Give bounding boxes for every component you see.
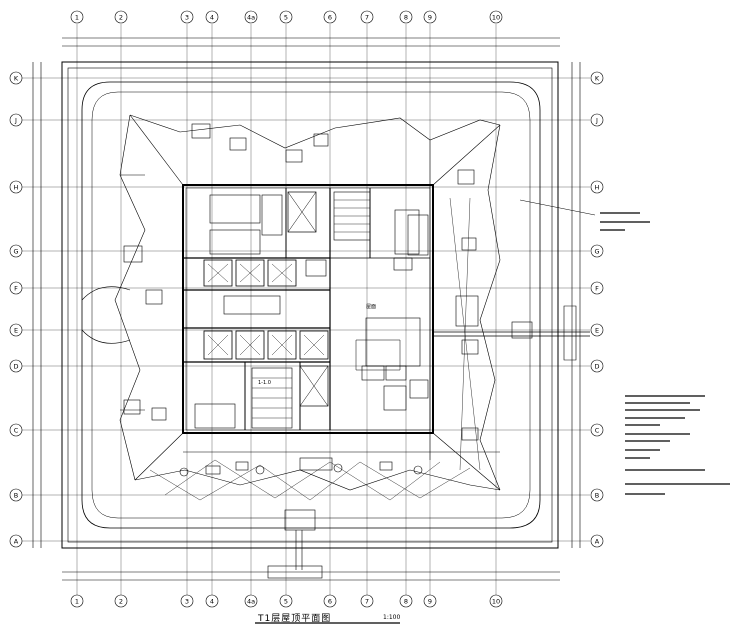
axis-bubble-top: 1 (70, 10, 84, 24)
axis-bubble-top-label: 1 (75, 14, 79, 22)
dimension-strip-top (62, 37, 560, 47)
axis-bubble-bottom-label: 10 (492, 598, 500, 606)
axis-bubble-top-label: 3 (185, 14, 189, 22)
axis-bubble-top: 8 (399, 10, 413, 24)
axis-bubble-left-label: E (14, 327, 18, 335)
dimension-strip-right (571, 62, 581, 548)
axis-bubble-bottom: 6 (323, 594, 337, 608)
room-label: 屋面 (366, 304, 376, 310)
axis-bubble-left: H (9, 180, 23, 194)
axis-bubble-left-label: D (13, 363, 18, 371)
axis-bubble-top-label: 6 (328, 14, 332, 22)
axis-bubble-bottom-label: 4a (247, 598, 255, 606)
axis-bubble-left-label: J (14, 117, 17, 125)
axis-bubble-right: B (590, 488, 604, 502)
axis-bubble-top-label: 8 (404, 14, 408, 22)
axis-bubble-bottom: 7 (360, 594, 374, 608)
axis-bubble-top: 6 (323, 10, 337, 24)
axis-bubble-right-label: B (595, 492, 599, 500)
axis-bubble-right-label: A (595, 538, 600, 546)
axis-bubble-left-label: F (14, 285, 18, 293)
axis-bubble-left-label: K (14, 75, 19, 83)
axis-bubble-right: J (590, 113, 604, 127)
axis-bubble-right: F (590, 281, 604, 295)
axis-bubble-left: E (9, 323, 23, 337)
drawing-scale: 1:100 (383, 614, 401, 621)
axis-bubble-bottom: 1 (70, 594, 84, 608)
axis-bubble-right: E (590, 323, 604, 337)
axis-bubble-top-label: 5 (284, 14, 288, 22)
axis-bubble-right-label: H (595, 184, 600, 192)
axis-bubble-left: K (9, 71, 23, 85)
dimension-strip-left (32, 62, 42, 548)
axis-bubble-right-label: E (595, 327, 599, 335)
axis-bubble-right: G (590, 244, 604, 258)
axis-bubble-right: A (590, 534, 604, 548)
axis-bubble-left-label: A (14, 538, 19, 546)
axis-bubble-bottom: 4 (205, 594, 219, 608)
axis-bubble-left: C (9, 423, 23, 437)
dimension-strip-bottom (62, 571, 560, 581)
core-walls (182, 184, 434, 434)
axis-bubble-right-label: J (595, 117, 598, 125)
axis-bubble-bottom-label: 3 (185, 598, 189, 606)
axis-bubble-right: H (590, 180, 604, 194)
axis-bubble-top-label: 7 (365, 14, 369, 22)
axis-bubble-top: 4a (244, 10, 258, 24)
axis-bubble-bottom-label: 9 (428, 598, 432, 606)
axis-bubble-bottom-label: 4 (210, 598, 214, 606)
axis-bubble-right-label: G (594, 248, 599, 256)
axis-bubble-left: B (9, 488, 23, 502)
axis-bubble-top-label: 4 (210, 14, 214, 22)
axis-bubble-bottom-label: 5 (284, 598, 288, 606)
roof-slope-lines (81, 114, 501, 501)
axis-bubble-top: 3 (180, 10, 194, 24)
axis-bubble-left-label: B (14, 492, 18, 500)
axis-bubble-left: F (9, 281, 23, 295)
axis-bubble-left-label: H (14, 184, 19, 192)
axis-bubble-bottom: 10 (489, 594, 503, 608)
axis-bubble-right: D (590, 359, 604, 373)
axis-bubble-top: 10 (489, 10, 503, 24)
axis-bubble-left: A (9, 534, 23, 548)
axis-bubble-left: G (9, 244, 23, 258)
axis-bubble-bottom-label: 6 (328, 598, 332, 606)
axis-bubble-left: D (9, 359, 23, 373)
axis-bubble-top: 7 (360, 10, 374, 24)
axis-bubble-right-label: F (595, 285, 599, 293)
axis-bubble-bottom: 2 (114, 594, 128, 608)
axis-bubble-bottom-label: 7 (365, 598, 369, 606)
axis-bubble-top: 5 (279, 10, 293, 24)
roof-outline (61, 61, 559, 549)
axis-bubble-right-label: K (595, 75, 600, 83)
room-label: 1-1.0 (258, 380, 271, 386)
axis-bubble-top-label: 9 (428, 14, 432, 22)
axis-bubble-top-label: 10 (492, 14, 500, 22)
axis-bubble-top: 9 (423, 10, 437, 24)
axis-bubble-bottom-label: 2 (119, 598, 123, 606)
axis-bubble-bottom: 3 (180, 594, 194, 608)
axis-bubble-top: 2 (114, 10, 128, 24)
axis-bubble-top: 4 (205, 10, 219, 24)
axis-bubble-right-label: C (595, 427, 600, 435)
axis-bubble-bottom: 5 (279, 594, 293, 608)
axis-bubble-top-label: 4a (247, 14, 255, 22)
axis-bubble-bottom: 9 (423, 594, 437, 608)
axis-bubble-right: C (590, 423, 604, 437)
axis-bubble-top-label: 2 (119, 14, 123, 22)
axis-bubble-right: K (590, 71, 604, 85)
axis-bubble-right-label: D (594, 363, 599, 371)
axis-bubble-left: J (9, 113, 23, 127)
axis-bubble-left-label: G (13, 248, 18, 256)
axis-bubble-bottom: 4a (244, 594, 258, 608)
axis-bubble-bottom-label: 1 (75, 598, 79, 606)
axis-bubble-left-label: C (14, 427, 19, 435)
axis-bubble-bottom-label: 8 (404, 598, 408, 606)
drawing-notes (600, 212, 730, 495)
drawing-title: T1层屋顶平面图 (258, 614, 332, 624)
axis-bubble-bottom: 8 (399, 594, 413, 608)
